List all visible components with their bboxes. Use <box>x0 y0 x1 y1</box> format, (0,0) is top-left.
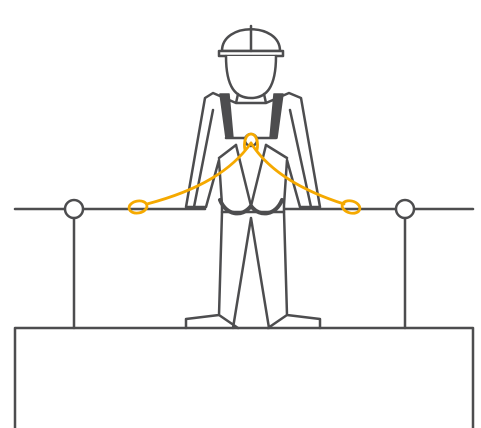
platform <box>15 328 473 428</box>
lanyard-hook-right <box>341 199 361 215</box>
anchor-ring-icon <box>396 200 414 218</box>
hard-hat-icon <box>219 26 283 56</box>
head <box>226 56 276 98</box>
lanyard-hook-left <box>128 200 148 215</box>
legs <box>186 212 320 328</box>
worker-harness-icon <box>186 26 320 328</box>
anchor-ring-icon <box>65 200 83 218</box>
